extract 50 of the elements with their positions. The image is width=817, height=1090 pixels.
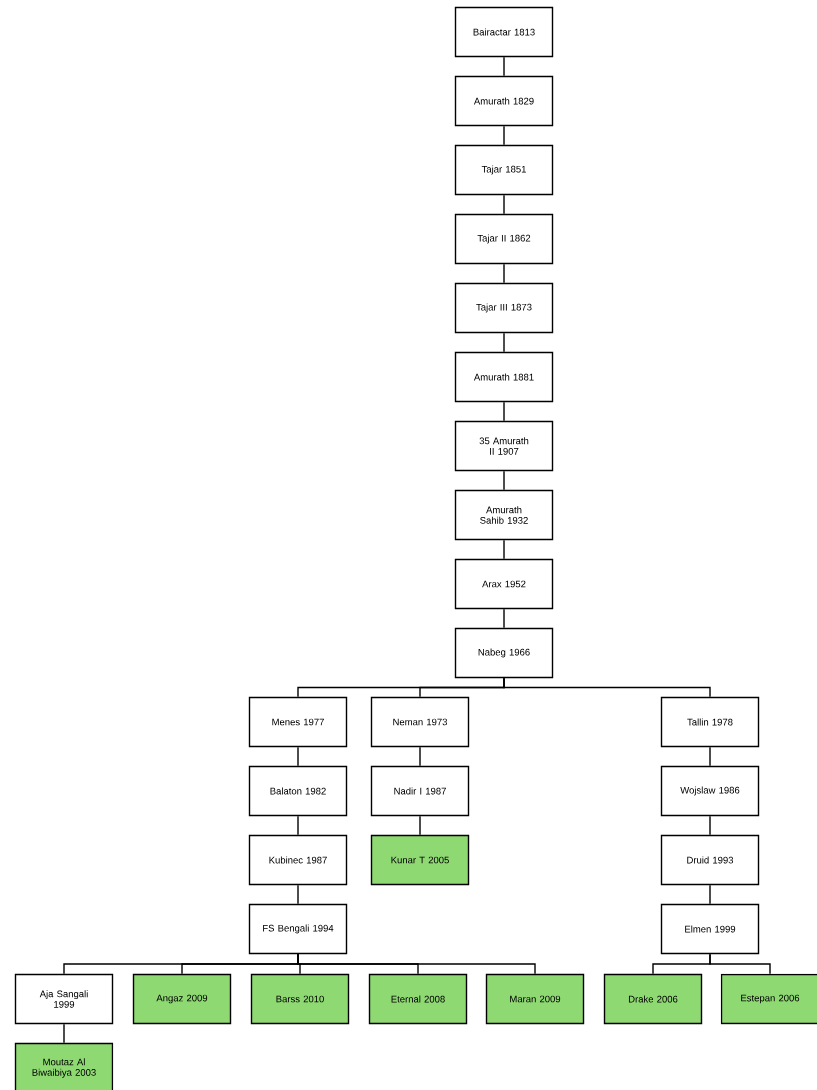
name-box: Tallin 1978 xyxy=(660,696,760,748)
connector-line xyxy=(709,953,771,975)
name-box: Nabeg 1966 xyxy=(454,627,554,679)
name-box: Amurath 1829 xyxy=(454,75,554,127)
name-box: Arax 1952 xyxy=(454,558,554,610)
name-box: Wojslaw 1986 xyxy=(660,765,760,817)
connector-line xyxy=(503,608,505,629)
connector-line xyxy=(503,263,505,284)
name-box: Moutaz Al Biwaibiya 2003 xyxy=(14,1042,114,1090)
connector-line xyxy=(709,746,711,767)
name-box: Estepan 2006 xyxy=(720,973,817,1025)
name-box: Kunar T 2005 xyxy=(370,834,470,886)
name-box: Amurath Sahib 1932 xyxy=(454,489,554,541)
name-box: FS Bengali 1994 xyxy=(248,903,348,955)
name-box: Tajar 1851 xyxy=(454,144,554,196)
connector-line xyxy=(503,332,505,353)
name-box: Tajar II 1862 xyxy=(454,213,554,265)
name-box: Amurath 1881 xyxy=(454,351,554,403)
name-box: Kubinec 1987 xyxy=(248,834,348,886)
connector-line xyxy=(709,815,711,836)
name-box: Aja Sangali 1999 xyxy=(14,973,114,1025)
connector-line xyxy=(297,884,299,905)
connector-line xyxy=(709,884,711,905)
connector-line xyxy=(297,815,299,836)
name-box: 35 Amurath II 1907 xyxy=(454,420,554,472)
connector-line xyxy=(503,539,505,560)
connector-line xyxy=(419,746,421,767)
connector-line xyxy=(503,125,505,146)
name-box: Nadir I 1987 xyxy=(370,765,470,817)
connector-line xyxy=(297,953,536,975)
name-box: Barss 2010 xyxy=(250,973,350,1025)
name-box: Maran 2009 xyxy=(485,973,585,1025)
name-box: Menes 1977 xyxy=(248,696,348,748)
name-box: Bairactar 1813 xyxy=(454,6,554,58)
connector-line xyxy=(503,194,505,215)
connector-line xyxy=(63,1023,65,1044)
name-box: Druid 1993 xyxy=(660,834,760,886)
name-box: Drake 2006 xyxy=(603,973,703,1025)
connector-line xyxy=(297,746,299,767)
name-box: Eternal 2008 xyxy=(368,973,468,1025)
connector-line xyxy=(503,401,505,422)
connector-line xyxy=(419,815,421,836)
connector-line xyxy=(503,56,505,77)
connector-line xyxy=(503,677,711,698)
name-box: Tajar III 1873 xyxy=(454,282,554,334)
name-box: Neman 1973 xyxy=(370,696,470,748)
name-box: Balaton 1982 xyxy=(248,765,348,817)
name-box: Angaz 2009 xyxy=(132,973,232,1025)
connector-line xyxy=(503,470,505,491)
name-box: Elmen 1999 xyxy=(660,903,760,955)
